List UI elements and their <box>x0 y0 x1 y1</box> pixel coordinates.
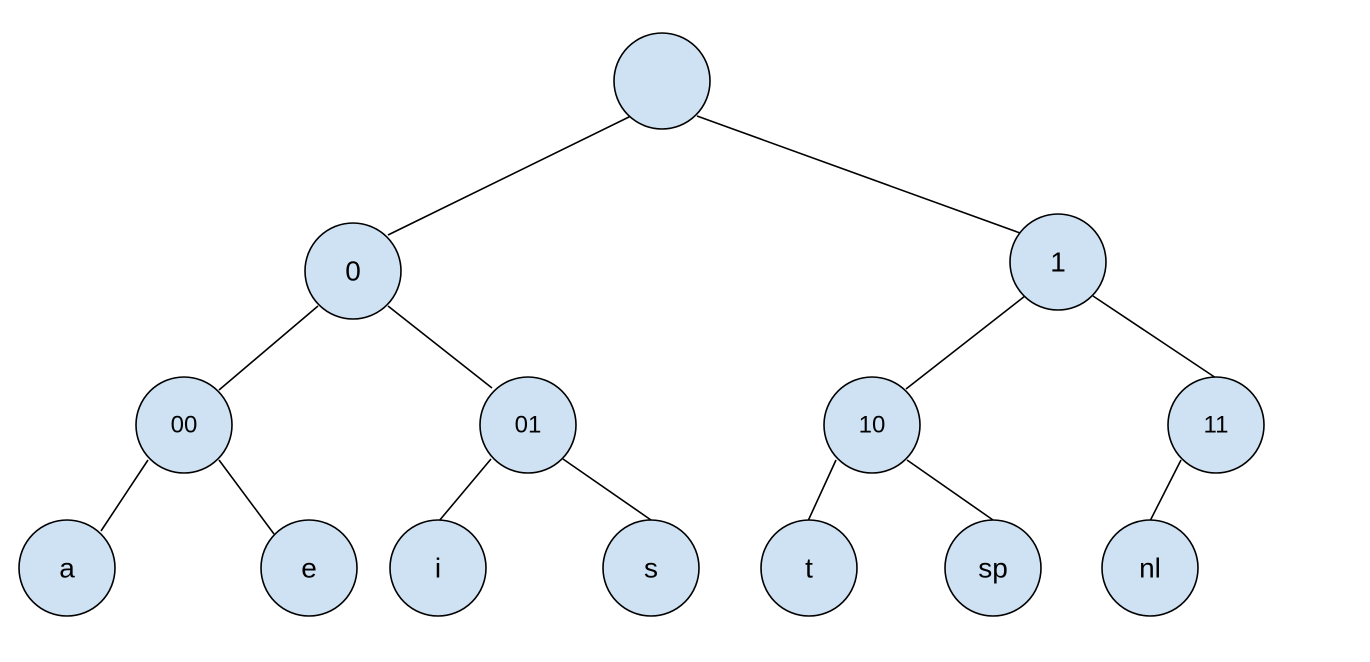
edge-n00-leaf-a <box>100 459 149 532</box>
node-01-label: 01 <box>515 412 542 439</box>
nodes-layer: 0 1 00 01 10 11 a e <box>18 32 1265 617</box>
node-leaf-nl-circle <box>1101 519 1199 617</box>
node-leaf-t-label: t <box>805 553 813 584</box>
node-leaf-nl: nl <box>1101 519 1199 617</box>
edge-n01-leaf-i <box>438 458 492 522</box>
node-0: 0 <box>304 222 402 320</box>
edge-n0-n00 <box>218 305 319 391</box>
node-leaf-i: i <box>389 519 487 617</box>
node-root-circle <box>613 32 711 130</box>
node-0-circle <box>304 222 402 320</box>
node-leaf-s: s <box>602 519 700 617</box>
node-leaf-sp-circle <box>944 519 1042 617</box>
node-leaf-i-circle <box>389 519 487 617</box>
edge-n1-n11 <box>1092 295 1217 379</box>
node-leaf-s-circle <box>602 519 700 617</box>
edge-n00-leaf-e <box>218 459 275 535</box>
node-01-circle <box>479 376 577 474</box>
node-1-label: 1 <box>1050 247 1066 278</box>
node-leaf-a-circle <box>18 519 116 617</box>
node-leaf-t: t <box>760 519 858 617</box>
edge-root-n0 <box>387 115 632 236</box>
edge-n10-leaf-sp <box>906 459 994 521</box>
node-11-circle <box>1167 376 1265 474</box>
node-leaf-e-circle <box>260 519 358 617</box>
edge-n0-n01 <box>387 305 493 389</box>
node-leaf-i-label: i <box>435 553 441 584</box>
node-leaf-a-label: a <box>59 553 75 584</box>
node-01: 01 <box>479 376 577 474</box>
node-00-circle <box>135 376 233 474</box>
edge-n10-leaf-t <box>807 459 837 522</box>
node-0-label: 0 <box>345 256 361 287</box>
edge-n11-leaf-nl <box>1149 459 1182 522</box>
node-leaf-t-circle <box>760 519 858 617</box>
node-10-circle <box>823 376 921 474</box>
node-00-label: 00 <box>171 412 198 439</box>
node-leaf-s-label: s <box>644 553 658 584</box>
node-10: 10 <box>823 376 921 474</box>
edge-root-n1 <box>696 115 1021 234</box>
node-11-label: 11 <box>1204 412 1229 439</box>
node-11: 11 <box>1167 376 1265 474</box>
node-leaf-e-label: e <box>301 553 317 584</box>
node-1-circle <box>1009 213 1107 311</box>
node-1: 1 <box>1009 213 1107 311</box>
edge-n1-n10 <box>905 295 1026 390</box>
node-root <box>613 32 711 130</box>
edges-layer <box>100 115 1217 535</box>
node-leaf-sp-label: sp <box>978 553 1008 584</box>
edge-n01-leaf-s <box>562 458 652 521</box>
node-leaf-nl-label: nl <box>1139 553 1161 584</box>
node-leaf-a: a <box>18 519 116 617</box>
node-leaf-e: e <box>260 519 358 617</box>
node-00: 00 <box>135 376 233 474</box>
node-10-label: 10 <box>859 412 886 439</box>
node-leaf-sp: sp <box>944 519 1042 617</box>
